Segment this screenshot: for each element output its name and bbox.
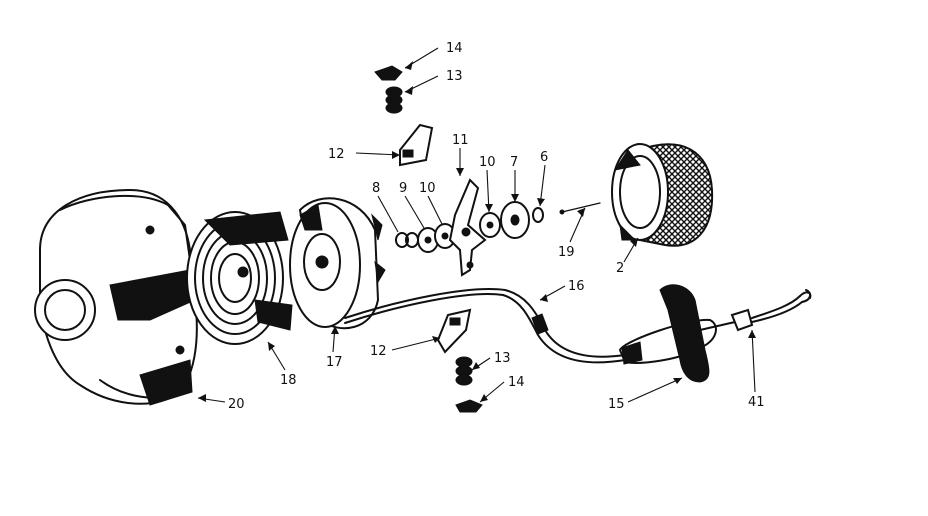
callout-15: 15 [608,397,625,412]
callout-6: 6 [540,150,548,165]
wing-nut-part-14-upper [374,65,403,81]
callout-16: 16 [568,279,585,294]
starter-rope-part-16 [344,288,626,364]
callout-13-lower: 13 [494,351,511,366]
callout-leaders [197,47,756,403]
washer-stack [395,178,544,277]
pulley-part-17 [289,197,386,330]
callout-9: 9 [399,181,407,196]
handle-part-15 [618,284,736,383]
part-8-screw [395,232,409,248]
callout-8: 8 [372,181,380,196]
callout-2: 2 [616,261,624,276]
callout-14-upper: 14 [446,41,463,56]
callout-18: 18 [280,373,297,388]
callout-12-upper: 12 [328,147,345,162]
callout-13-upper: 13 [446,69,463,84]
screen-cup-part-2 [611,143,714,247]
callout-17: 17 [326,355,343,370]
wing-nut-part-14-lower [455,399,483,413]
callout-10-b: 10 [479,155,496,170]
spring-part-13-lower [455,356,473,386]
bracket-part-12-upper [399,123,434,167]
pin-part-19 [559,202,601,215]
starter-housing-part-20 [34,188,198,406]
callout-labels: 14 13 12 11 8 9 10 10 7 6 19 2 16 12 13 … [228,41,765,412]
rewind-spring-part-18 [186,211,293,345]
part-11-pawl-plate [448,178,487,277]
callout-7: 7 [510,155,518,170]
callout-19: 19 [558,245,575,260]
callout-14-lower: 14 [508,375,525,390]
callout-41: 41 [748,395,765,410]
callout-12-lower: 12 [370,344,387,359]
callout-10-a: 10 [419,181,436,196]
bracket-part-12-lower [436,308,472,354]
cable-part-41 [730,289,812,332]
part-6-ring [532,207,544,223]
spring-part-13-upper [385,86,403,114]
callout-20: 20 [228,397,245,412]
callout-11: 11 [452,133,469,148]
